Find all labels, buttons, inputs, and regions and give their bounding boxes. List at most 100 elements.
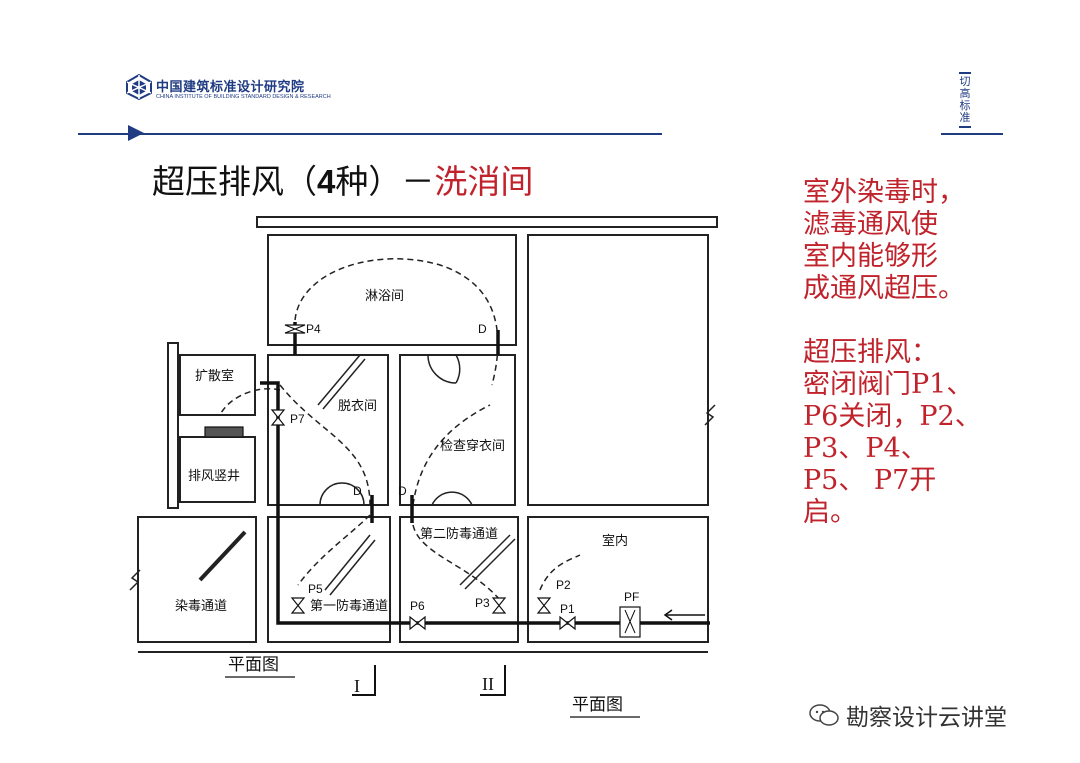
title-part1: 超压排风（ (152, 162, 317, 201)
inflow-arrowhead-icon (663, 609, 673, 621)
label-pf: PF (624, 590, 639, 604)
slogan-bar-top (959, 72, 971, 74)
room-diffusion (179, 354, 256, 416)
label-check-dress: 检查穿衣间 (440, 438, 505, 454)
watermark: 勘察设计云讲堂 (808, 698, 1007, 732)
desc-line: 超压排风： (803, 337, 938, 368)
door-diagonal-thick (198, 530, 247, 582)
label-shower: 淋浴间 (365, 289, 404, 304)
valve-p7-icon (270, 409, 286, 426)
label-section-1: I (354, 676, 360, 696)
pf-filter-mark (624, 609, 636, 634)
room-shower (267, 234, 517, 346)
door-diagonal (329, 539, 376, 596)
logo-chinese-name: 中国建筑标准设计研究院 (156, 80, 305, 95)
desc-line: 室内能够形 (803, 241, 938, 272)
airflow-path (539, 554, 581, 591)
valve-p3-icon (491, 597, 507, 614)
label-p4: P4 (306, 322, 321, 336)
room-undress (267, 354, 389, 506)
wechat-icon (809, 704, 839, 726)
valve-p2-icon (536, 597, 552, 614)
label-contaminated-passage: 染毒通道 (175, 599, 227, 614)
room-contaminated-passage (137, 516, 257, 643)
right-divider (941, 133, 1003, 135)
label-first-gas-passage: 第一防毒通道 (310, 598, 388, 614)
label-p6: P6 (410, 599, 425, 613)
label-door: D (353, 484, 362, 498)
label-p3: P3 (475, 596, 490, 610)
airflow-path (279, 384, 371, 506)
label-p2: P2 (556, 578, 571, 592)
door-swing (455, 354, 461, 384)
door-swing (431, 491, 473, 506)
slogan-bar-bottom (959, 126, 971, 128)
airflow-path (294, 258, 499, 386)
logo-english-name: CHINA INSTITUTE OF BUILDING STANDARD DES… (156, 94, 331, 100)
outer-left-wall (167, 342, 179, 509)
description: 室外染毒时， 滤毒通风使 室内能够形 成通风超压。 超压排风： 密闭阀门P1、 … (803, 177, 1073, 529)
label-exhaust-shaft: 排风竖井 (188, 469, 240, 484)
header-divider (78, 133, 662, 135)
label-second-gas-passage: 第二防毒通道 (420, 526, 498, 542)
wall-break-mark (129, 569, 141, 591)
airflow-path (412, 524, 501, 601)
section-2-mark (480, 665, 506, 696)
room-right-upper (527, 234, 709, 506)
exhaust-fan-icon (204, 426, 244, 438)
watermark-text: 勘察设计云讲堂 (846, 705, 1007, 731)
wall-break-mark (704, 404, 716, 426)
desc-line: P6关闭，P2、 (803, 401, 982, 432)
label-plan-right: 平面图 (572, 695, 623, 715)
airflow-path (297, 514, 371, 586)
desc-line: 滤毒通风使 (803, 209, 938, 240)
outer-top-wall (256, 216, 718, 228)
door-diagonal (464, 538, 516, 590)
slogan-char: 高 (959, 87, 971, 100)
door-swing (319, 482, 365, 506)
door-diagonal (459, 534, 511, 586)
door-diagonal (324, 534, 371, 591)
airflow-path (219, 388, 281, 416)
room-check-dress (399, 354, 516, 506)
valve-p5-icon (290, 597, 306, 614)
room-first-gas-passage (267, 516, 391, 643)
door-swing (427, 354, 457, 384)
label-p5: P5 (308, 582, 323, 596)
desc-line: P5、 P7开 (803, 465, 937, 496)
desc-line: 室外染毒时， (803, 177, 965, 208)
desc-line: 成通风超压。 (803, 273, 965, 304)
airflow-path (412, 404, 491, 506)
valve-p1-icon (559, 615, 576, 631)
room-second-gas-passage (399, 516, 519, 643)
label-indoor: 室内 (602, 533, 628, 549)
triangle-marker-icon (128, 125, 144, 141)
label-door: D (478, 322, 487, 336)
desc-line: 启。 (803, 497, 857, 528)
label-door: D (398, 484, 407, 498)
label-section-2: II (482, 674, 494, 694)
label-diffusion: 扩散室 (195, 368, 234, 384)
valve-p6-icon (409, 615, 426, 631)
floor-plan-diagram: 淋浴间 扩散室 脱衣间 检查穿衣间 排风竖井 染毒通道 第一防毒通道 第二防毒通… (129, 216, 718, 718)
title-highlight: 洗消间 (434, 162, 534, 201)
section-1-mark (352, 665, 376, 696)
title-number: 4 (317, 163, 336, 200)
label-p7: P7 (290, 412, 305, 426)
label-undress: 脱衣间 (338, 398, 377, 414)
slogan-char: 准 (959, 111, 971, 124)
desc-line: P3、P4、 (803, 433, 928, 464)
slogan-char: 切 (959, 75, 971, 88)
room-indoor (527, 516, 709, 643)
desc-line: 密闭阀门P1、 (803, 369, 974, 400)
exhaust-pipe (260, 381, 710, 625)
label-plan-left: 平面图 (228, 655, 279, 675)
label-p1: P1 (560, 602, 575, 616)
page-title: 超压排风（4种）－洗消间 (152, 155, 533, 203)
door-diagonal (317, 354, 361, 406)
door-diagonal (322, 358, 366, 410)
title-part2: 种）－ (335, 162, 435, 201)
slogan-vertical: 切 高 标 准 (955, 70, 975, 130)
logo-emblem-icon (126, 73, 152, 101)
valve-p4-icon (284, 324, 306, 334)
